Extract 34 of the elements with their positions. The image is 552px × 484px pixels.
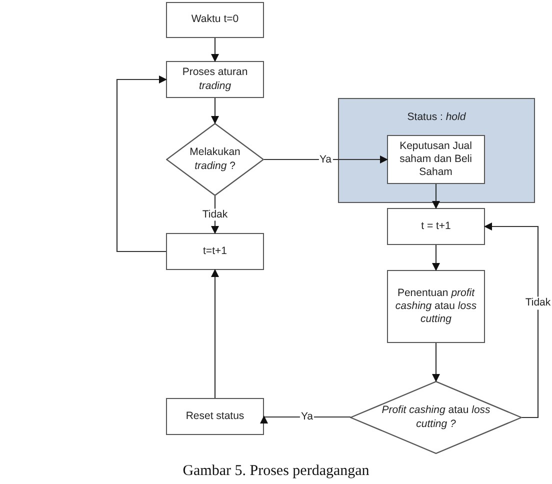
arrow <box>260 416 351 424</box>
node-text: t = t+1 <box>421 220 451 234</box>
arrow <box>211 269 219 398</box>
arrow <box>211 38 219 62</box>
arrow <box>484 222 539 418</box>
node-text: t=t+1 <box>203 244 227 258</box>
process-box <box>386 134 485 184</box>
arrow <box>211 98 219 124</box>
node-text: Keputusan Jual saham dan Beli Saham <box>398 140 473 179</box>
process-box <box>387 270 485 343</box>
decision-diamond <box>350 381 522 454</box>
caption: Gambar 5. Proses perdagangan <box>182 463 370 480</box>
node-text: Profit cashing atau loss cutting ? <box>380 404 492 431</box>
decision-diamond <box>166 123 264 196</box>
edge-label: Tidak <box>524 296 552 310</box>
process-box <box>166 233 264 270</box>
node-text: Status : hold <box>407 111 466 124</box>
edge-label: Ya <box>318 153 333 166</box>
arrow <box>432 245 440 271</box>
node-text: Waktu t=0 <box>191 13 239 27</box>
node-text: Melakukan trading ? <box>188 146 242 173</box>
process-box <box>166 61 264 98</box>
node-text: Proses aturan trading <box>181 66 249 93</box>
process-box <box>166 2 264 38</box>
arrow <box>116 76 167 252</box>
arrow <box>432 184 440 209</box>
process-box <box>166 398 264 435</box>
arrow <box>432 343 440 382</box>
node-text: Penentuan profit cashing atau loss cutting <box>394 286 478 326</box>
process-box <box>387 208 485 245</box>
edge-label: Tidak <box>201 208 229 221</box>
status-panel <box>338 98 535 203</box>
node-text: Reset status <box>186 410 244 424</box>
arrow <box>264 156 388 164</box>
